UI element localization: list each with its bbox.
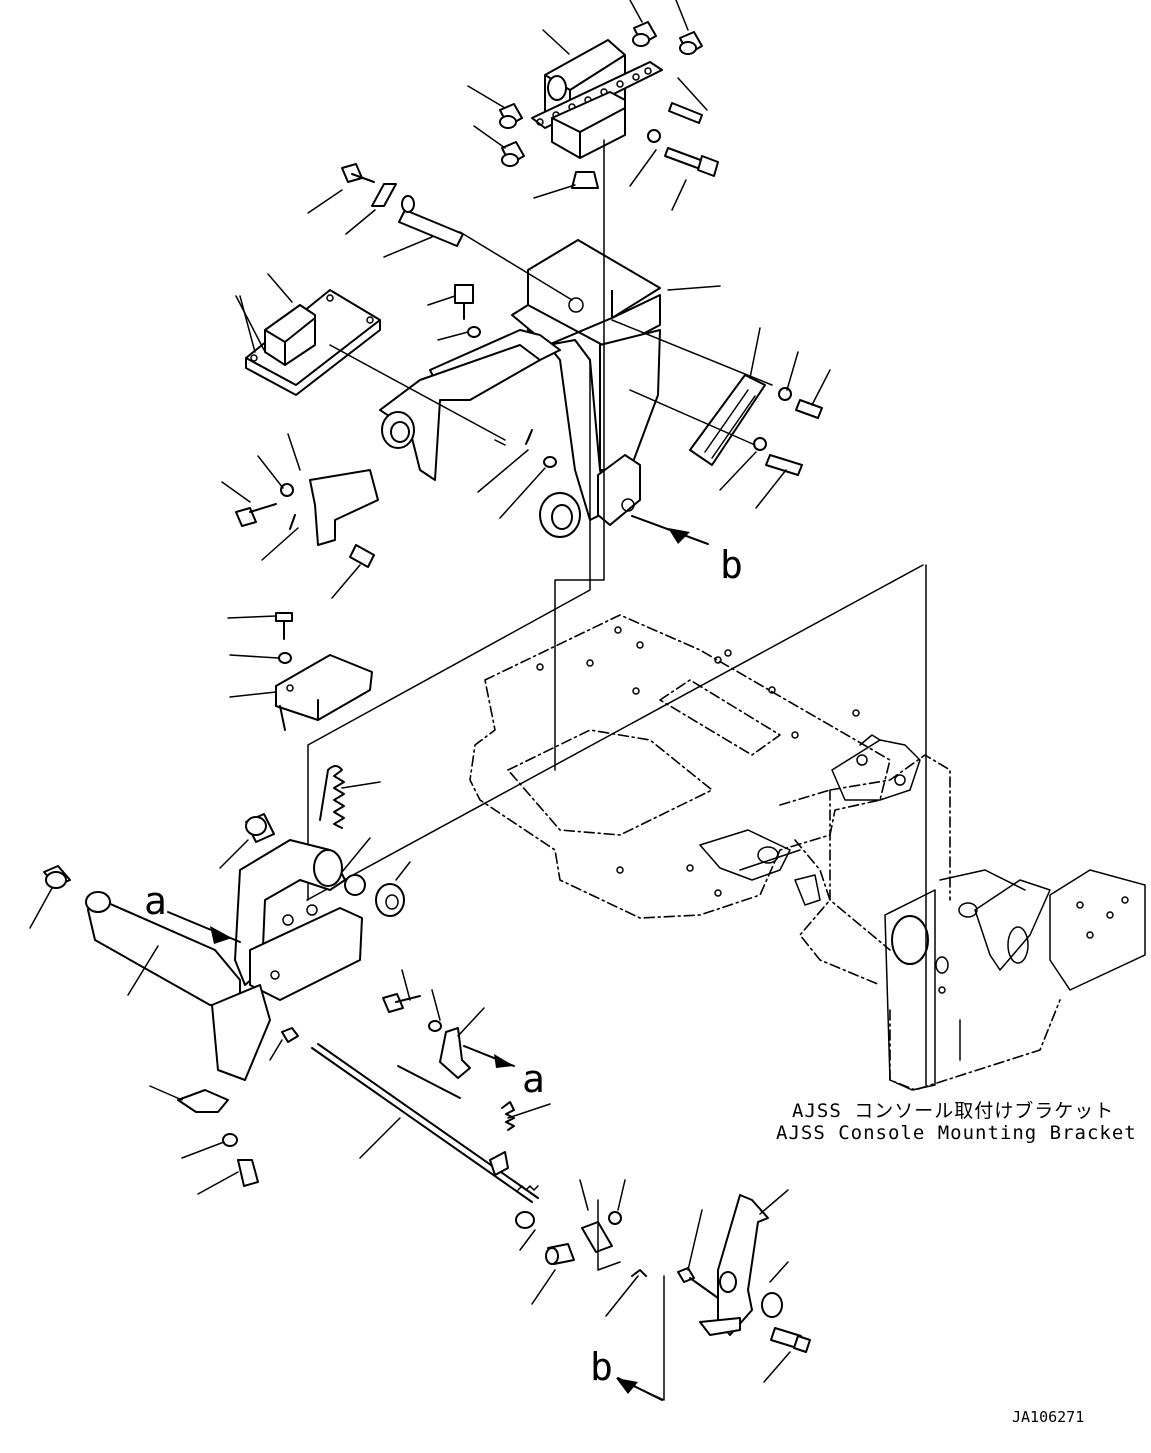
label-b-top: b xyxy=(720,543,743,587)
rod-end-links xyxy=(382,993,647,1277)
lever-small-parts xyxy=(43,813,405,1187)
main-mounting-bracket xyxy=(379,239,661,538)
return-spring xyxy=(319,765,345,829)
lever-bracket-small xyxy=(235,469,379,568)
control-rod xyxy=(311,1043,539,1203)
console-floor-plate xyxy=(469,614,891,919)
leader-lines-lower-left xyxy=(29,615,411,1195)
cover-plate xyxy=(275,612,373,731)
bushing-group-top xyxy=(499,21,703,189)
drawing-code: JA106271 xyxy=(1012,1408,1085,1426)
upper-block-assembly xyxy=(531,39,663,159)
limit-switch-plate xyxy=(245,289,381,396)
bolt-washer-left xyxy=(454,284,557,468)
leader-lines-lower-mid xyxy=(359,969,639,1317)
caption-english: AJSS Console Mounting Bracket xyxy=(776,1122,1137,1144)
leader-lines-lower-right xyxy=(619,1189,791,1401)
caption-japanese: AJSS コンソール取付けブラケット xyxy=(792,1100,1115,1122)
view-arrow-b-bottom: b xyxy=(590,1345,663,1401)
console-mounting-bracket xyxy=(306,564,1146,1091)
link-plate-and-pin xyxy=(371,183,464,247)
label-a-top: a xyxy=(144,879,167,923)
view-arrow-a-top: a xyxy=(144,879,241,944)
view-arrow-a-bottom: a xyxy=(463,1045,545,1101)
slotted-link-plate xyxy=(689,374,823,476)
leader-lines-upper xyxy=(221,0,831,599)
lever-b-assembly xyxy=(677,1194,811,1353)
bolts-upper xyxy=(341,102,719,183)
alignment-lines xyxy=(307,139,773,901)
label-a-bottom: a xyxy=(522,1057,545,1101)
control-lever-and-shaft xyxy=(85,839,363,1081)
view-arrow-b-top: b xyxy=(631,515,743,587)
label-b-bottom: b xyxy=(590,1345,613,1389)
